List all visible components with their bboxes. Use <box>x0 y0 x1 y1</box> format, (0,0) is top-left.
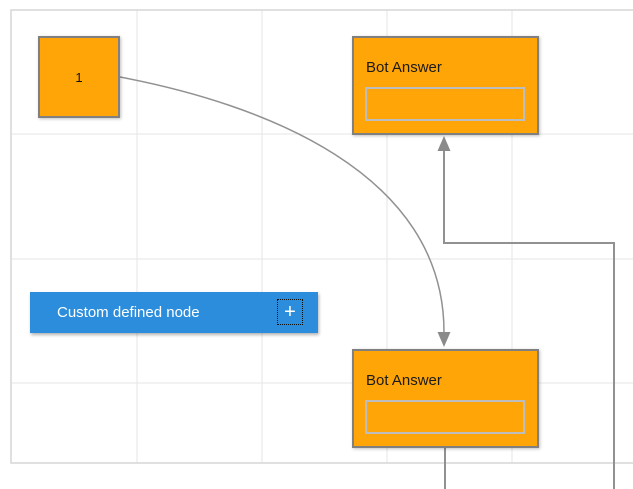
bot-answer-title: Bot Answer <box>366 59 442 76</box>
bot-answer-input[interactable] <box>365 87 525 121</box>
grid-lines <box>11 10 633 463</box>
bot-answer-title: Bot Answer <box>366 372 442 389</box>
arrowhead-up-icon <box>437 136 451 151</box>
canvas-border <box>10 9 633 464</box>
edge-offscreen-to-bot-top[interactable] <box>437 136 615 489</box>
arrowhead-down-icon <box>437 332 451 347</box>
start-node[interactable]: 1 <box>38 36 120 118</box>
edge-start-to-bot-bottom[interactable] <box>119 76 451 347</box>
custom-defined-node-button[interactable]: Custom defined node + <box>30 292 318 333</box>
start-node-label: 1 <box>75 69 83 85</box>
custom-defined-node-label: Custom defined node <box>57 304 200 321</box>
bot-answer-node-bottom[interactable]: Bot Answer <box>352 349 539 448</box>
bot-answer-node-top[interactable]: Bot Answer <box>352 36 539 135</box>
add-icon[interactable]: + <box>277 299 303 325</box>
bot-answer-input[interactable] <box>365 400 525 434</box>
